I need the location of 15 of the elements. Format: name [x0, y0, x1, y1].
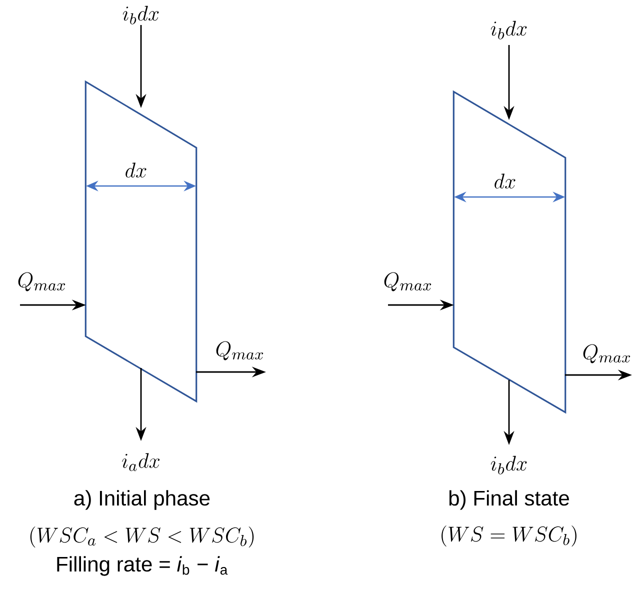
dimension-label: $dx$ [494, 174, 516, 189]
edge-label: $i_b dx$ [490, 456, 527, 474]
caption-text: b) Final state [449, 490, 569, 510]
caption-text: a) Initial phase [74, 490, 210, 510]
edge-label: $Q_{max}$ [216, 341, 264, 360]
caption-formula: $(WS = WSC_b)$ [442, 525, 576, 547]
edge-label: $Q_{max}$ [384, 272, 432, 292]
edge-label: $Q_{max}$ [18, 272, 66, 292]
edge-label: $Q_{max}$ [583, 344, 630, 364]
dimension-label: $dx$ [126, 162, 146, 178]
edge-label: $i_b dx$ [122, 6, 159, 24]
caption-formula: $(WSC_a < WS < WSC_b)$ [30, 526, 254, 548]
caption-text: Filling rate = i$_{b}$ − i$_{a}$ [57, 556, 228, 576]
edge-label: $i_a dx$ [122, 453, 160, 472]
edge-label: $i_b dx$ [490, 20, 527, 40]
